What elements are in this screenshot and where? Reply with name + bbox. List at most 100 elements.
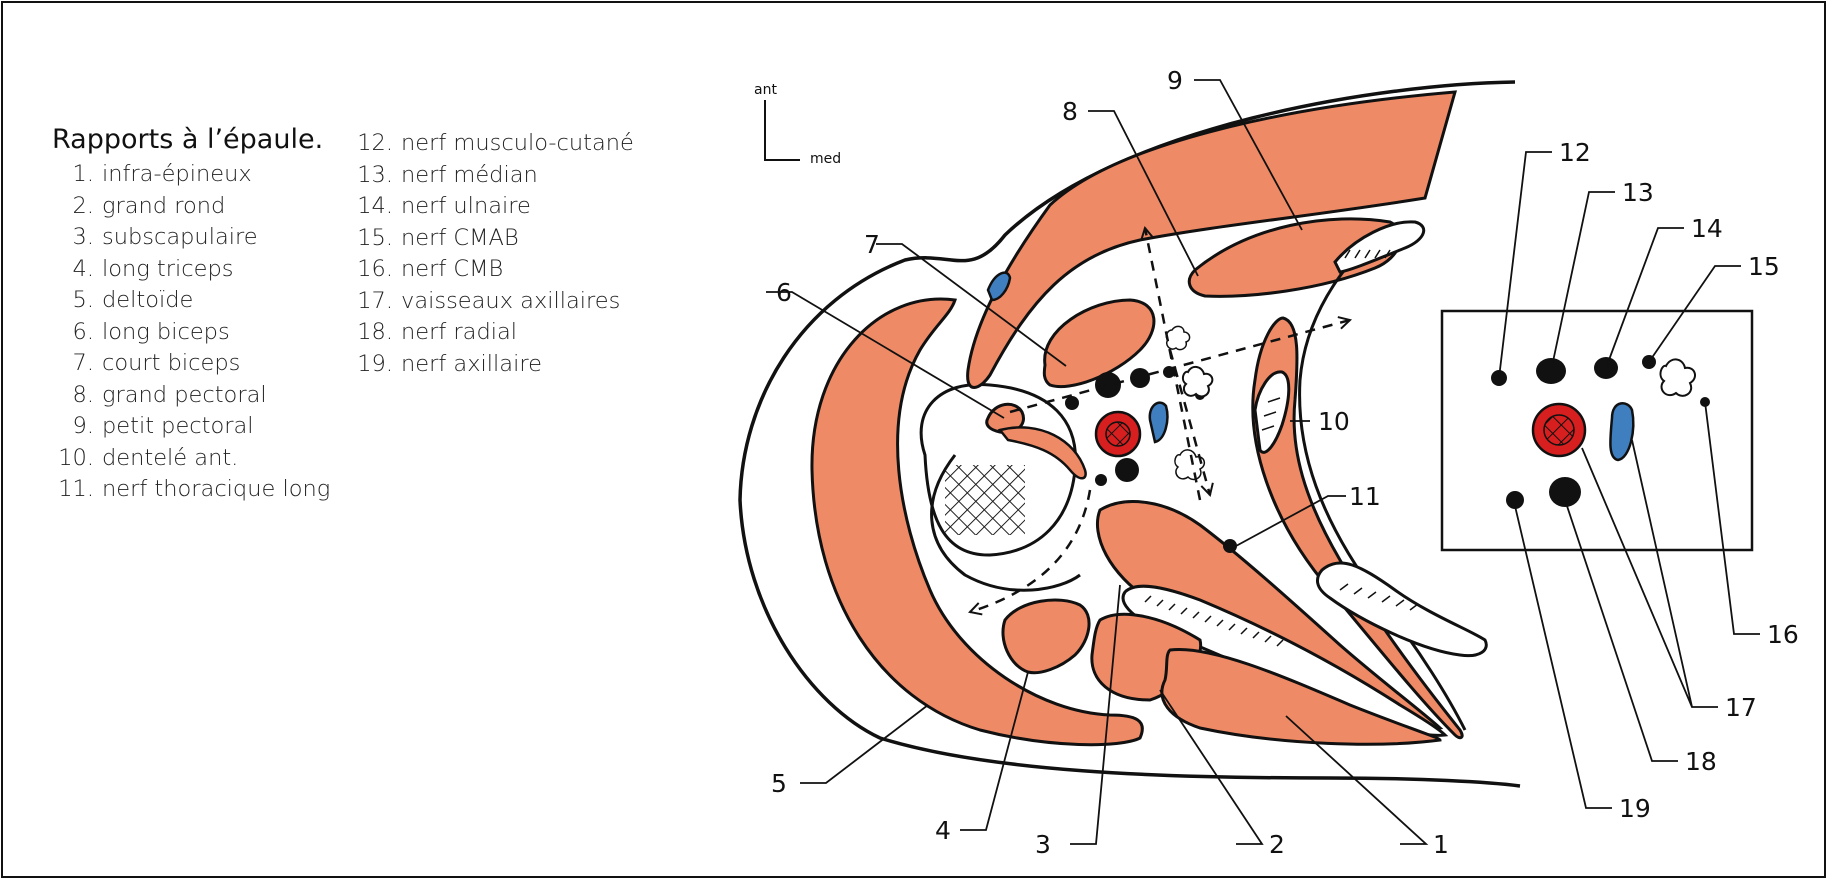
legend-label: nerf thoracique long (102, 476, 331, 502)
pectoralis-major-muscle (966, 90, 1458, 389)
callout-16: 16 (1767, 620, 1799, 649)
legend-item: 19. nerf axillaire (353, 349, 634, 381)
deltoid-muscle (810, 297, 1144, 747)
legend-item: 2. grand rond (50, 191, 330, 223)
legend-item: 10.dentelé ant. (50, 443, 330, 475)
legend-label: grand pectoral (102, 381, 267, 408)
callout-leader-lines (766, 79, 1760, 845)
callout-11: 11 (1349, 482, 1381, 511)
axillary-vein (1148, 401, 1169, 444)
legend-item: 9.petit pectoral (50, 411, 330, 443)
inset-lymph-node (1659, 358, 1696, 397)
rib-serratus-band (1298, 233, 1467, 731)
axillary-orientation-arrows (970, 228, 1350, 612)
legend-item: 3. subscapulaire (50, 222, 330, 254)
legend-item: 16. nerf CMB (353, 254, 634, 286)
legend-number: 8. (72, 381, 94, 408)
legend-item: 8. grand pectoral (50, 380, 330, 412)
legend-column-muscles: 1. infra-épineux 2. grand rond 3. subscapul… (50, 159, 330, 506)
callout-14: 14 (1691, 214, 1723, 243)
legend-label: nerf CMAB (401, 224, 519, 251)
humerus-cross-hatch (945, 465, 1025, 535)
legend-number: 6. (72, 318, 94, 345)
legend-label: nerf axillaire (401, 350, 542, 377)
legend-label: subscapulaire (102, 224, 258, 250)
legend-item: 17.vaisseaux axillaires (353, 286, 634, 318)
callout-2: 2 (1269, 830, 1285, 859)
inset-axillary-artery-lumen (1543, 414, 1575, 446)
rib-middle (1253, 370, 1291, 454)
scapula-cross-marks (1144, 595, 1284, 647)
callout-17: 17 (1725, 693, 1757, 722)
legend-number: 13. (357, 161, 393, 188)
long-triceps-muscle (1001, 598, 1091, 675)
legend-item: 13. nerf médian (353, 160, 634, 192)
legend-item: 5.deltoïde (50, 285, 330, 317)
legend-label: long biceps (102, 318, 230, 345)
legend-item: 15. nerf CMAB (353, 223, 634, 255)
legend-number: 3. (72, 224, 94, 250)
callout-1: 1 (1433, 830, 1449, 859)
legend-number: 10. (58, 444, 94, 471)
rib-lower-marks (1339, 583, 1419, 611)
legend-label: nerf CMB (401, 256, 504, 282)
rib-outline-upper (1333, 220, 1426, 274)
legend-label: grand rond (102, 192, 226, 219)
legend-label: vaisseaux axillaires (401, 287, 621, 314)
callout-10: 10 (1318, 407, 1350, 436)
axillary-artery-inner (1105, 421, 1131, 447)
legend-number: 14. (357, 193, 393, 219)
legend-number: 2. (72, 192, 94, 219)
legend-item: 18.nerf radial (353, 317, 634, 349)
legend-number: 18. (357, 319, 393, 345)
callout-7: 7 (864, 230, 880, 259)
legend-number: 11. (58, 476, 94, 502)
inset-axillary-nerve (1506, 491, 1524, 509)
legend-number: 4. (72, 255, 94, 282)
callout-15: 15 (1748, 252, 1780, 281)
callout-12: 12 (1559, 138, 1591, 167)
inset-radial-nerve (1549, 477, 1581, 507)
legend-label: infra-épineux (102, 161, 252, 187)
legend-item: 11. nerf thoracique long (50, 474, 330, 506)
short-biceps-muscle (1042, 298, 1156, 389)
capsule-outline (930, 454, 1081, 592)
infraspinatus-muscle (1160, 647, 1442, 746)
legend-label: court biceps (102, 350, 241, 376)
radial-nerve (1115, 458, 1139, 482)
inset-axillary-vein (1609, 402, 1635, 462)
legend-column-nerves: 12. nerf musculo-cutané 13. nerf médian 14… (353, 128, 634, 380)
legend-item: 7.court biceps (50, 348, 330, 380)
legend-number: 15. (357, 224, 393, 251)
rib-cartilage-cross-marks (1344, 249, 1391, 259)
legend-number: 16. (357, 256, 393, 282)
callout-6: 6 (776, 278, 792, 307)
legend-number: 9. (72, 413, 94, 439)
pectoralis-minor-muscle (1187, 217, 1403, 298)
legend-number: 1. (72, 161, 94, 187)
callout-5: 5 (771, 769, 787, 798)
serratus-anterior-muscle (1251, 316, 1464, 740)
legend-label: long triceps (102, 255, 234, 282)
legend-number: 19. (357, 350, 393, 377)
lymph-node (1181, 366, 1214, 398)
callout-numbers: 1 2 3 4 5 6 7 8 9 10 11 12 13 14 15 16 1… (771, 66, 1799, 859)
rib-middle-marks (1261, 397, 1281, 431)
legend-label: nerf ulnaire (401, 193, 531, 219)
legend-label: nerf médian (401, 161, 538, 188)
callout-9: 9 (1167, 66, 1183, 95)
legend-item: 14. nerf ulnaire (353, 191, 634, 223)
musculocutaneous-nerve (1065, 396, 1079, 410)
callout-19: 19 (1619, 794, 1651, 823)
legend-label: nerf musculo-cutané (401, 130, 634, 156)
callout-4: 4 (935, 816, 951, 845)
lymph-node-lower (1174, 449, 1206, 481)
legend-number: 12. (357, 130, 393, 156)
orientation-anterior-label: ant (754, 82, 777, 98)
median-nerve (1095, 372, 1121, 398)
cephalic-vein (986, 271, 1012, 302)
rib-lower (1316, 561, 1488, 658)
callout-3: 3 (1035, 830, 1051, 859)
legend-item: 4. long triceps (50, 254, 330, 286)
